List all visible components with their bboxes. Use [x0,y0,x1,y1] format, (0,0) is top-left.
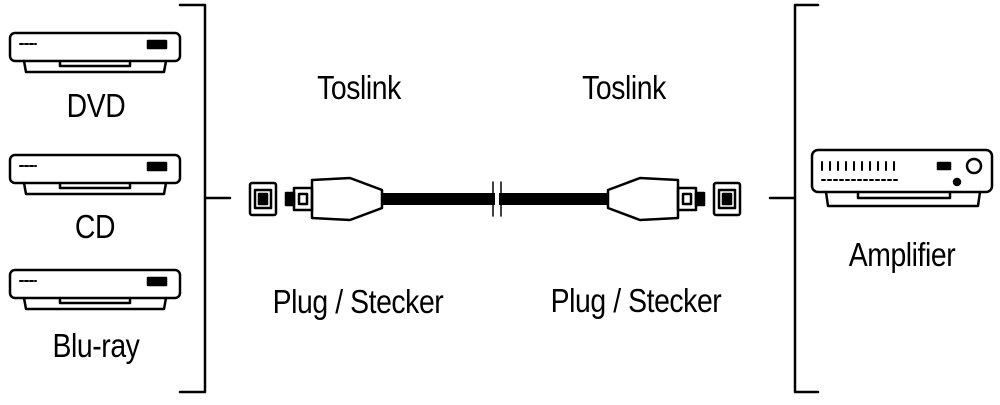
left-plug-label: Plug / Stecker [272,283,444,320]
left-plug-icon [284,176,384,222]
left-socket-icon [248,181,278,217]
source-label-bluray: Blu-ray [52,327,140,364]
target-group-bracket [768,3,820,394]
bluray-player-icon [8,268,182,311]
cd-player-icon [8,153,182,196]
right-plug-icon [606,176,706,222]
source-group-bracket [178,3,232,394]
source-label-dvd: DVD [66,87,126,124]
left-connector-label: Toslink [317,69,401,106]
right-connector-label: Toslink [582,69,666,106]
right-plug-label: Plug / Stecker [550,282,722,319]
target-label-amplifier: Amplifier [848,236,956,273]
right-socket-icon [712,181,742,217]
dvd-player-icon [8,31,182,74]
source-label-cd: CD [74,208,116,245]
amplifier-icon [810,148,994,208]
